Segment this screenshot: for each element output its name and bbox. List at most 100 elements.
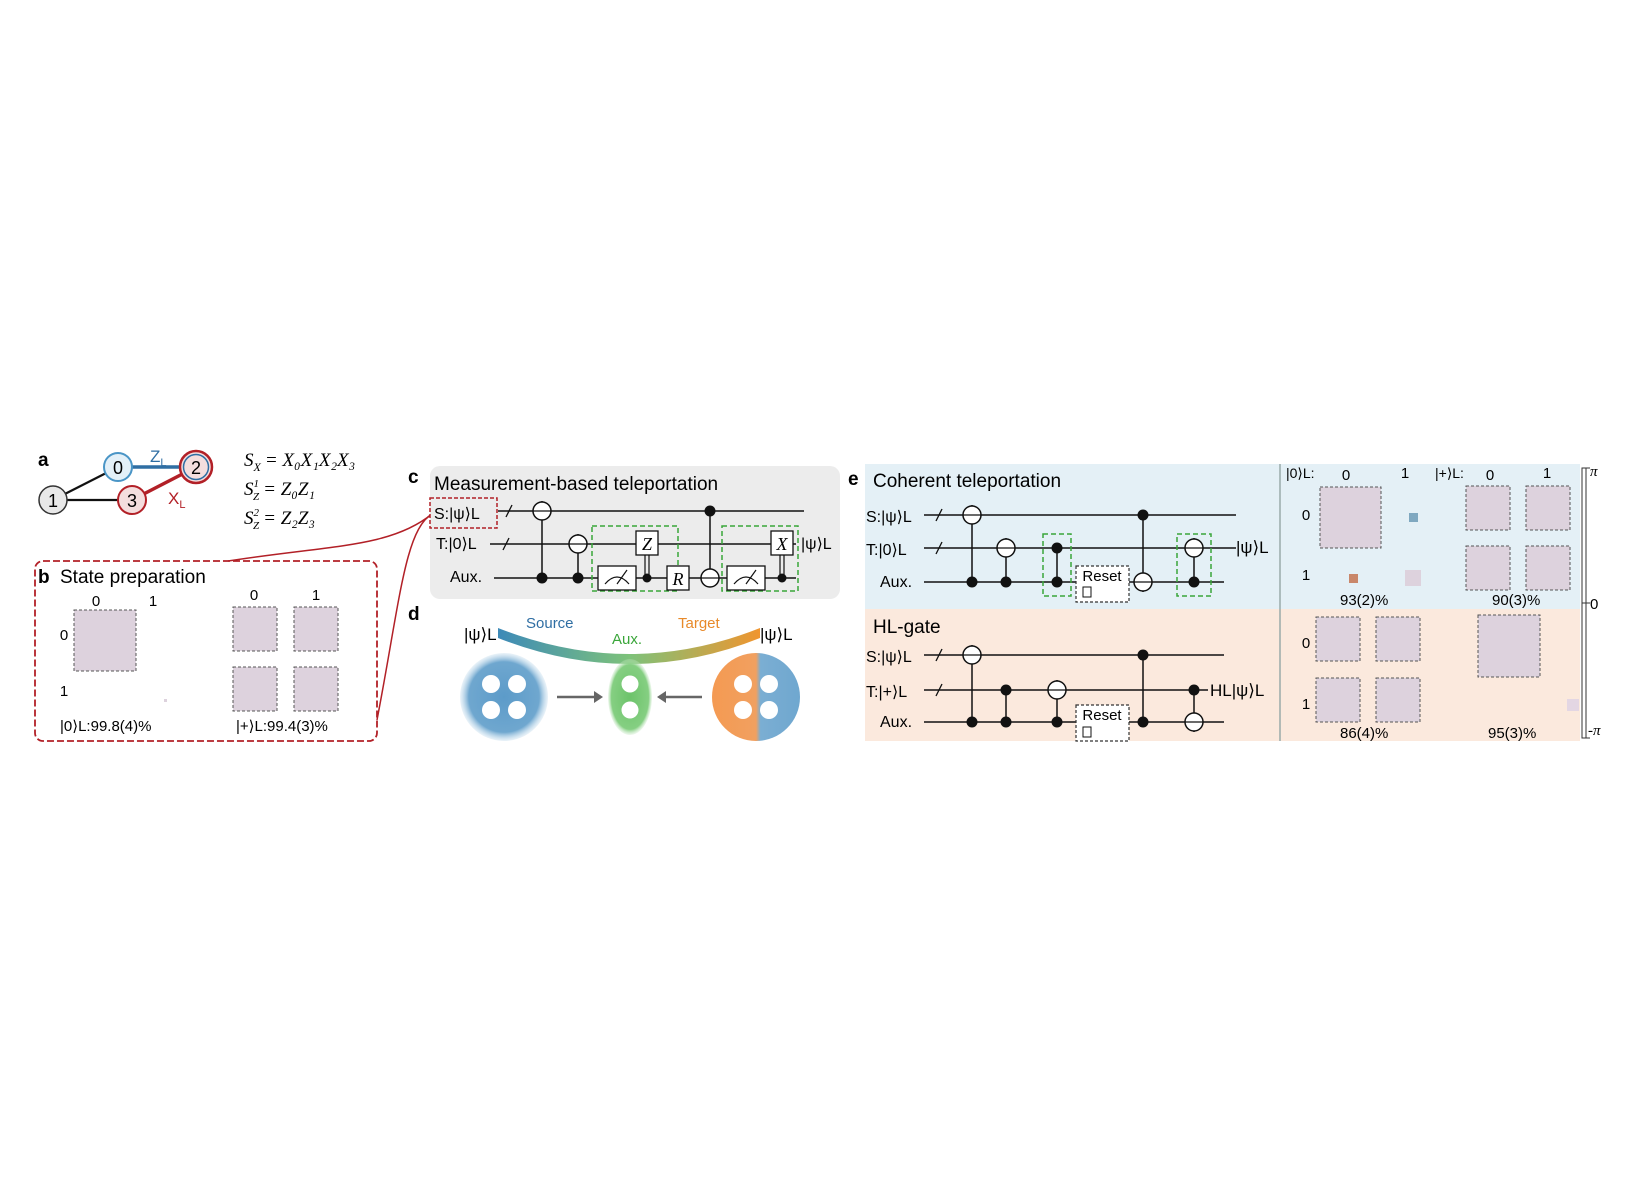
e-tl-bar-10	[1349, 574, 1358, 583]
plus-state-fidelity: |+⟩L:99.4(3)%	[236, 718, 328, 735]
qubit-node-1	[38, 485, 68, 515]
e-bottom-wire-aux: Aux.	[880, 714, 912, 731]
c-feedforward-box-1	[591, 525, 679, 592]
plus-state-bar-10	[232, 666, 278, 712]
e-matrix-header-plus: |+⟩L:	[1435, 465, 1464, 481]
xl-label: XL	[168, 489, 185, 511]
source-qubit-3	[508, 701, 526, 719]
d-aux-label: Aux.	[612, 631, 642, 648]
colorbar-mid-label: 0	[1590, 596, 1598, 613]
c-gate-z: Z	[642, 534, 653, 554]
panel-a-label: a	[38, 450, 49, 471]
c-classical-ctrl-1	[642, 573, 652, 583]
e-top-cnot-box	[1176, 533, 1212, 597]
c-gate-z-box	[635, 530, 659, 556]
c-meter-arc-2	[733, 576, 759, 585]
qubit-node-3	[117, 485, 147, 515]
panel-b-label: b	[38, 567, 50, 588]
e-matrix-header-0: |0⟩L:	[1286, 465, 1315, 481]
e-tr-bar-00	[1465, 485, 1511, 531]
b-row0: 0	[60, 627, 68, 644]
wire-s-label: S:|ψ⟩L	[434, 506, 480, 523]
e-top-cz-box	[1042, 533, 1072, 597]
e-top-cz-control-t	[1051, 542, 1063, 554]
panel-d-label: d	[408, 604, 420, 625]
e-bl-bar-00	[1315, 616, 1361, 662]
c-measure-2	[726, 565, 766, 591]
c-gate-r: R	[672, 569, 684, 589]
e-bottom-cz1-aux	[1000, 716, 1012, 728]
e-tl-row1: 1	[1302, 567, 1310, 584]
e-bottom-cz2-aux	[1137, 716, 1149, 728]
qubit-node-0	[103, 452, 133, 482]
plus-state-bar-01	[293, 606, 339, 652]
e-top-wire-t: T:|0⟩L	[866, 542, 907, 559]
c-measure-1	[597, 565, 637, 591]
trash-icon	[1082, 586, 1092, 598]
hgate-title: HL-gate	[873, 617, 941, 638]
plus-state-bar-11	[293, 666, 339, 712]
mbt-title: Measurement-based teleportation	[434, 474, 718, 495]
b-col0: 0	[92, 593, 100, 610]
target-qubit-3	[760, 701, 778, 719]
e-tl-bar-11	[1405, 570, 1421, 586]
e-tr-col0: 0	[1486, 467, 1494, 484]
state-prep-frame	[34, 560, 378, 742]
e-tl-bar-00	[1319, 486, 1382, 549]
wire-t-label: T:|0⟩L	[436, 536, 477, 553]
c-slash-s	[505, 504, 513, 518]
panel-c: c Measurement-based teleportation S:|ψ⟩L…	[408, 466, 840, 599]
c-output-state: |ψ⟩L	[801, 536, 832, 553]
arrow-source-aux-head	[594, 691, 603, 703]
e-fid-bottom-left: 86(4)%	[1340, 725, 1388, 742]
c-gate-x-box	[770, 530, 794, 556]
b-col1: 1	[149, 593, 157, 610]
e-bottom-reset-box	[1075, 704, 1130, 742]
e-fid-top-right: 90(3)%	[1492, 592, 1540, 609]
e-top-wire-aux: Aux.	[880, 574, 912, 591]
plus-state-bar-00	[232, 606, 278, 652]
e-bottom-cnot3-control	[1188, 684, 1200, 696]
e-top-output: |ψ⟩L	[1236, 538, 1269, 557]
arrow-target-aux-head	[657, 691, 666, 703]
coherent-title: Coherent teleportation	[873, 471, 1061, 492]
e-bottom-wire-s: S:|ψ⟩L	[866, 649, 912, 666]
c-cnot1-control	[536, 572, 548, 584]
e-tl-row0: 0	[1302, 507, 1310, 524]
c-meter-needle-1	[616, 569, 628, 585]
e-tl-bar-01	[1409, 513, 1418, 522]
e-bottom-cz2-s	[1137, 649, 1149, 661]
aux-qubit-1	[621, 701, 639, 719]
source-blob	[460, 653, 548, 741]
c-slash-t	[502, 537, 510, 551]
target-blob	[712, 653, 800, 741]
e-top-wire-s: S:|ψ⟩L	[866, 509, 912, 526]
e-tr-col1: 1	[1543, 465, 1551, 482]
e-bl-bar-11	[1375, 677, 1421, 723]
panel-e: e Coherent teleportation HL-gate S:|ψ⟩L …	[848, 464, 1601, 742]
e-bottom-wire-t: T:|+⟩L	[866, 684, 907, 701]
e-br-bar-11	[1567, 699, 1579, 711]
source-qubit-1	[508, 675, 526, 693]
c-gate-r-box	[666, 565, 690, 591]
target-qubit-0	[734, 675, 752, 693]
c-cnot2-control	[572, 572, 584, 584]
e-bl-bar-10	[1315, 677, 1361, 723]
qubit-node-2	[178, 449, 214, 485]
panel-e-label: e	[848, 469, 859, 490]
c-classical-ctrl-2	[777, 573, 787, 583]
e-top-reset-box	[1075, 565, 1130, 603]
target-qubit-2	[734, 701, 752, 719]
e-tr-bar-10	[1465, 545, 1511, 591]
b-col1-right: 1	[312, 587, 320, 604]
d-target-label: Target	[678, 615, 721, 632]
e-tl-col1: 1	[1401, 465, 1409, 482]
e-top-slash-t	[935, 541, 943, 555]
node-label-0: 0	[113, 458, 123, 478]
zero-state-bar-00	[73, 609, 137, 672]
e-tr-bar-11	[1525, 545, 1571, 591]
c-gate-x: X	[776, 534, 789, 554]
